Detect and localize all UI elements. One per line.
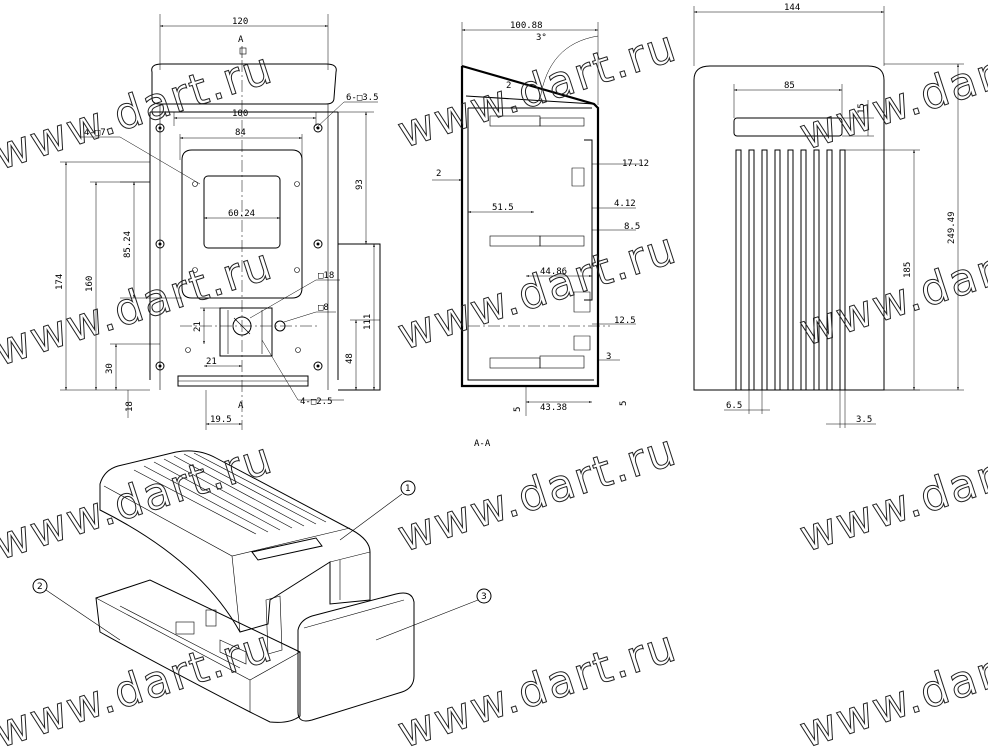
- callout-sq8: □8: [318, 303, 329, 313]
- dim-18: 18: [125, 401, 135, 412]
- dim-100: 100: [232, 109, 248, 119]
- dim-8-5: 8.5: [624, 222, 640, 232]
- part-3-label: 3: [481, 592, 487, 602]
- dim-160: 160: [85, 276, 95, 292]
- part-1-label: 1: [405, 484, 411, 494]
- dim-120: 120: [232, 17, 248, 27]
- mounting-holes: [155, 123, 323, 371]
- watermark-6: www.dart.ru: [794, 218, 988, 356]
- dim-43-38: 43.38: [540, 403, 567, 413]
- section-view-a-a: 100.88 3° 2 17.12 4.12 8.5 12.5 3: [432, 21, 649, 449]
- watermark-5: www.dart.ru: [392, 222, 684, 360]
- dim-85: 85: [784, 81, 795, 91]
- front-view: 120 A 100 6-□3.5: [55, 14, 381, 430]
- watermark-11: www.dart.ru: [392, 620, 684, 748]
- dim-12-5: 12.5: [614, 316, 636, 326]
- callout-4-sq2-5: 4-□2.5: [300, 397, 333, 407]
- dim-17-12: 17.12: [622, 159, 649, 169]
- watermark-10: www.dart.ru: [0, 620, 279, 748]
- dim-84: 84: [235, 128, 246, 138]
- dim-6-5: 6.5: [726, 401, 742, 411]
- dim-5-right: 5: [619, 401, 629, 406]
- dim-85-24: 85.24: [123, 231, 133, 258]
- dim-174: 174: [55, 274, 65, 290]
- dim-19-5: 19.5: [210, 415, 232, 425]
- dim-21-horizontal: 21: [206, 357, 217, 367]
- lid-vent-slots: [133, 452, 327, 535]
- isometric-assembly-view: 1 2 3: [32, 450, 492, 723]
- dim-48: 48: [345, 353, 355, 364]
- dim-111: 111: [363, 314, 373, 330]
- side-view: 144 249.49 85 15: [693, 3, 964, 428]
- callout-4-sq7: 4-□7: [84, 128, 106, 138]
- dim-3-5: 3.5: [856, 415, 872, 425]
- dim-15: 15: [857, 103, 867, 114]
- watermark-3: www.dart.ru: [794, 22, 988, 160]
- dim-2-side: 2: [436, 169, 441, 179]
- part-2-label: 2: [37, 582, 43, 592]
- watermark-12: www.dart.ru: [794, 620, 988, 748]
- dim-2-top: 2: [506, 81, 511, 91]
- callout-sq18: □18: [318, 271, 334, 281]
- dim-21-vertical: 21: [193, 321, 203, 332]
- watermark-7: www.dart.ru: [0, 432, 279, 570]
- section-mark-a-bottom: A: [238, 401, 244, 411]
- dim-249-49: 249.49: [947, 211, 957, 244]
- dim-185: 185: [903, 262, 913, 278]
- section-mark-a-top: A: [238, 35, 244, 45]
- dim-5-left: 5: [513, 407, 523, 412]
- dim-44-86: 44.86: [540, 267, 567, 277]
- section-label: A-A: [474, 439, 491, 449]
- dim-93: 93: [355, 179, 365, 190]
- dim-30: 30: [105, 363, 115, 374]
- watermark-8: www.dart.ru: [392, 424, 684, 562]
- dim-60-24: 60.24: [228, 209, 255, 219]
- vent-slots: [735, 149, 846, 391]
- dim-100-88: 100.88: [510, 21, 543, 31]
- dim-144: 144: [784, 3, 800, 13]
- dim-angle: 3°: [536, 33, 547, 43]
- dim-3: 3: [606, 352, 611, 362]
- callout-6-holes: 6-□3.5: [346, 93, 379, 103]
- dim-4-12: 4.12: [614, 199, 636, 209]
- dim-51-5: 51.5: [492, 203, 514, 213]
- watermark-9: www.dart.ru: [794, 424, 988, 562]
